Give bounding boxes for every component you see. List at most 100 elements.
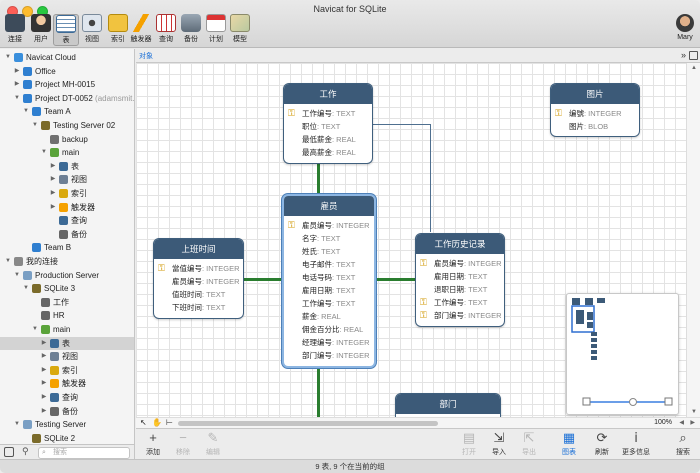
scroll-up-icon[interactable]: ▲ — [691, 65, 697, 71]
导出-button[interactable]: ⇱导出 — [514, 431, 544, 457]
field-row[interactable]: 下班时间: TEXT — [154, 301, 243, 314]
tree-item-main[interactable]: ▼main — [0, 146, 134, 159]
minimap-panel[interactable] — [566, 293, 679, 415]
tree-item-team-b[interactable]: Team B — [0, 241, 134, 254]
user-account-button[interactable]: Mary — [672, 14, 698, 46]
tree-item-工作[interactable]: 工作 — [0, 296, 134, 309]
field-row[interactable]: 图片: BLOB — [551, 120, 639, 133]
scroll-left-icon[interactable]: ◀ — [679, 420, 684, 426]
disclosure-icon[interactable]: ▶ — [41, 394, 47, 400]
tab-objects[interactable]: 对象 — [139, 53, 153, 60]
sidebar-toggle-icon[interactable] — [689, 51, 698, 60]
tree-item-navicat-cloud[interactable]: ▼Navicat Cloud — [0, 51, 134, 64]
toolbar-connection-button[interactable]: 连接 — [2, 14, 28, 46]
搜索-button[interactable]: ⌕搜索 — [668, 431, 698, 457]
tree-item-备份[interactable]: 备份 — [0, 228, 134, 241]
tree-item-production-server[interactable]: ▼Production Server — [0, 269, 134, 282]
field-row[interactable]: 职位: TEXT — [284, 120, 372, 133]
tree-item-project-mh-0015[interactable]: ▶Project MH-0015 — [0, 78, 134, 91]
entity-title[interactable]: 工作 — [284, 84, 372, 104]
tree-item-testing-server-02[interactable]: ▼Testing Server 02 — [0, 119, 134, 132]
disclosure-icon[interactable]: ▼ — [32, 326, 38, 332]
tree-item-索引[interactable]: ▶索引 — [0, 187, 134, 200]
sidebar-search-input[interactable]: ⌕搜索 — [38, 447, 130, 459]
disclosure-icon[interactable]: ▼ — [5, 54, 11, 60]
scroll-thumb[interactable] — [178, 421, 438, 426]
entity-title[interactable]: 上班时间 — [154, 239, 243, 259]
field-row[interactable]: 退职日期: TEXT — [416, 283, 504, 296]
tree-item-索引[interactable]: ▶索引 — [0, 364, 134, 377]
canvas-horizontal-scrollbar[interactable]: ↖ ✋ ⊢ 100% ◀ ▶ — [136, 417, 700, 428]
disclosure-icon[interactable]: ▶ — [41, 339, 47, 346]
disclosure-icon[interactable]: ▶ — [14, 81, 20, 88]
field-row[interactable]: 名字: TEXT — [284, 232, 374, 245]
toolbar-index-button[interactable]: 索引 — [105, 14, 131, 46]
canvas-vertical-scrollbar[interactable]: ▲ ▼ — [686, 63, 700, 417]
disclosure-icon[interactable]: ▼ — [5, 258, 11, 264]
移除-button[interactable]: −移除 — [168, 431, 198, 457]
field-row[interactable]: 经理编号: INTEGER — [284, 336, 374, 349]
disclosure-icon[interactable]: ▶ — [41, 407, 47, 414]
disclosure-icon[interactable]: ▼ — [32, 122, 38, 128]
entity-title[interactable]: 雇员 — [284, 196, 374, 216]
disclosure-icon[interactable]: ▶ — [41, 366, 47, 373]
toolbar-schedule-button[interactable]: 计划 — [203, 14, 229, 46]
disclosure-icon[interactable]: ▼ — [23, 108, 29, 115]
zoom-level[interactable]: 100% — [654, 419, 672, 426]
tree-item-视图[interactable]: ▶视图 — [0, 350, 134, 363]
disclosure-icon[interactable]: ▶ — [41, 380, 47, 387]
toolbar-table-button[interactable]: 表 — [53, 14, 79, 46]
tree-item-视图[interactable]: ▶视图 — [0, 173, 134, 186]
toolbar-model-button[interactable]: 模型 — [227, 14, 253, 46]
添加-button[interactable]: +添加 — [138, 431, 168, 457]
图表-button[interactable]: ▦图表 — [554, 431, 584, 457]
disclosure-icon[interactable]: ▼ — [14, 421, 20, 428]
disclosure-icon[interactable]: ▶ — [50, 162, 56, 169]
field-row[interactable]: 部门编号: INTEGER — [284, 349, 374, 362]
刷新-button[interactable]: ⟳刷新 — [587, 431, 617, 457]
tree-item-查询[interactable]: ▶查询 — [0, 391, 134, 404]
disclosure-icon[interactable]: ▼ — [41, 149, 47, 156]
field-row[interactable]: 雇员编号: INTEGER — [154, 275, 243, 288]
field-row[interactable]: 电子邮件: TEXT — [284, 258, 374, 271]
field-row[interactable]: ⚿编號: INTEGER — [551, 107, 639, 120]
tree-item-备份[interactable]: ▶备份 — [0, 405, 134, 418]
field-row[interactable]: ⚿部门编号: INTEGER — [416, 309, 504, 322]
tree-item-testing-server[interactable]: ▼Testing Server — [0, 418, 134, 431]
field-row[interactable]: ⚿工作编号: TEXT — [416, 296, 504, 309]
field-row[interactable]: 最低薪金: REAL — [284, 133, 372, 146]
field-row[interactable]: 雇用日期: TEXT — [284, 284, 374, 297]
disclosure-icon[interactable]: ▶ — [41, 353, 47, 360]
entity-departments[interactable]: 部门 — [395, 393, 501, 417]
打开-button[interactable]: ▤打开 — [454, 431, 484, 457]
disclosure-icon[interactable]: ▶ — [50, 176, 56, 183]
scroll-down-icon[interactable]: ▼ — [691, 409, 697, 415]
disclosure-icon[interactable]: ▶ — [50, 190, 56, 196]
field-row[interactable]: 雇用日期: TEXT — [416, 270, 504, 283]
tree-item-sqlite-2[interactable]: SQLite 2 — [0, 432, 134, 445]
field-row[interactable]: ⚿工作编号: TEXT — [284, 107, 372, 120]
hand-tool-icon[interactable]: ✋ — [152, 418, 162, 427]
tree-item-查询[interactable]: 查询 — [0, 214, 134, 227]
tree-item-表[interactable]: ▶表 — [0, 336, 134, 350]
tree-item-team-a[interactable]: ▼Team A — [0, 105, 134, 118]
scroll-right-icon[interactable]: ▶ — [690, 420, 695, 426]
disclosure-icon[interactable]: ▼ — [23, 285, 29, 292]
toolbar-trigger-button[interactable]: 触发器 — [128, 14, 154, 46]
tree-item-触发器[interactable]: ▶触发器 — [0, 377, 134, 390]
toolbar-view-button[interactable]: 视图 — [79, 14, 105, 46]
field-row[interactable]: 工作编号: TEXT — [284, 297, 374, 310]
expand-icon[interactable]: » — [680, 50, 686, 60]
line-tool-icon[interactable]: ⊢ — [166, 418, 173, 427]
field-row[interactable]: ⚿雇员编号: INTEGER — [416, 257, 504, 270]
disclosure-icon[interactable]: ▼ — [14, 94, 20, 101]
tree-item-main[interactable]: ▼main — [0, 323, 134, 336]
tree-item-project-dt-0052[interactable]: ▼Project DT-0052 (adamsmit... — [0, 92, 134, 105]
field-row[interactable]: 姓氏: TEXT — [284, 245, 374, 258]
tree-item-sqlite-3[interactable]: ▼SQLite 3 — [0, 282, 134, 295]
